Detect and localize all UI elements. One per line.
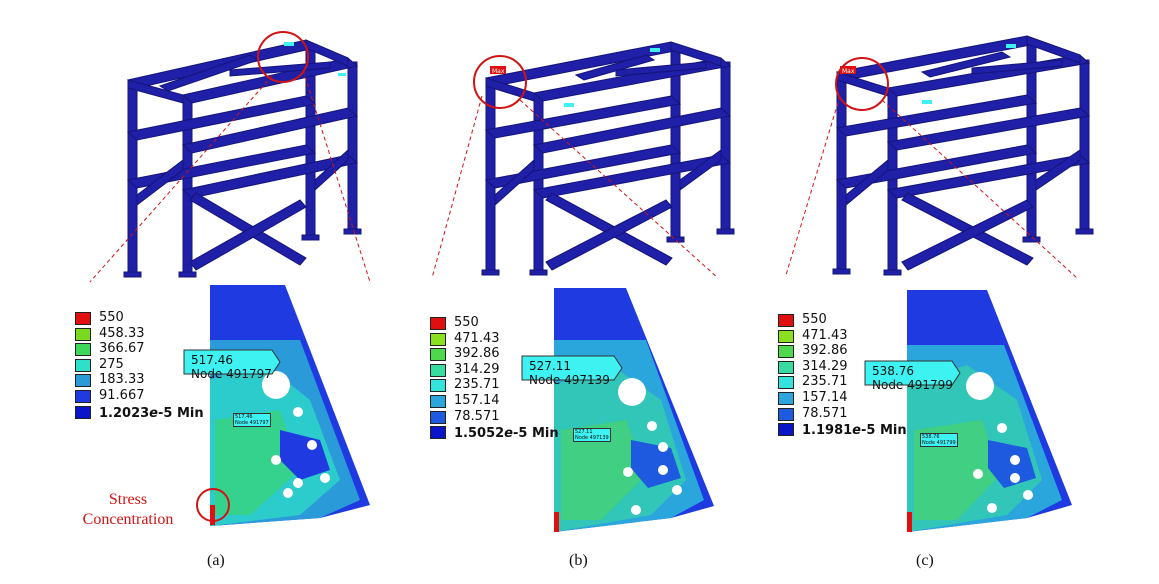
rack-frame-c: Max	[785, 35, 1094, 532]
rack-frame-b: Max	[431, 41, 735, 532]
legend-swatch-min	[778, 423, 794, 437]
legend-swatch	[75, 358, 91, 372]
rack-structure	[123, 39, 362, 278]
hot-spot-marker	[284, 42, 294, 46]
hot-spot-marker	[564, 103, 574, 107]
max-tag: Max	[842, 68, 855, 75]
small-callout: 538.76 Node 491799	[920, 433, 958, 447]
callout-node: Node 491797	[191, 367, 272, 381]
legend-swatch	[778, 314, 794, 327]
highlight-circle	[473, 55, 527, 109]
small-callout: 527.11 Node 497139	[573, 428, 611, 442]
caption-c: (c)	[916, 552, 934, 569]
callout-value: 538.76	[872, 364, 914, 378]
callout-box	[521, 355, 623, 381]
legend-label: 550	[802, 312, 827, 327]
legend-label: 314.29	[454, 361, 500, 377]
legend-swatch	[430, 379, 446, 393]
callout-value: 527.11	[529, 359, 571, 373]
stress-concentration-circle	[196, 488, 230, 522]
callout-box	[864, 360, 961, 386]
legend-label: 550	[99, 310, 124, 325]
hot-spot-marker	[338, 73, 346, 76]
legend-label: 314.29	[802, 358, 848, 374]
legend-swatch	[778, 376, 794, 390]
rack-structure	[481, 41, 735, 276]
callout-value: 517.46	[191, 353, 233, 367]
small-callout: 517.46 Node 491797	[233, 413, 271, 427]
zoom-leader-line	[785, 95, 841, 276]
legend-label: 78.571	[802, 405, 848, 421]
legend-label: 157.14	[802, 390, 848, 405]
legend-swatch	[430, 317, 446, 330]
zoom-leader-line	[519, 99, 719, 279]
max-tag-marker	[490, 66, 506, 74]
legend-swatch-min	[430, 426, 446, 440]
zoom-leader-line	[431, 95, 483, 279]
legend-swatch	[778, 345, 794, 359]
legend-swatch	[75, 343, 91, 357]
legend-swatch	[430, 395, 446, 408]
stress-plate-b	[554, 288, 714, 532]
legend-label: 275	[99, 356, 124, 372]
legend-label: 157.14	[454, 393, 500, 408]
legend-label: 471.43	[802, 327, 848, 343]
legend-swatch	[778, 392, 794, 405]
zoom-leader-line	[89, 75, 273, 283]
legend-swatch	[430, 363, 446, 377]
legend-label: 183.33	[99, 372, 145, 388]
legend-min-label: 1.1981e-5 Min	[802, 423, 907, 439]
legend-label: 471.43	[454, 330, 500, 346]
legend-swatch	[778, 329, 794, 343]
max-callout: 527.11 Node 497139	[525, 357, 614, 389]
max-tag: Max	[492, 68, 505, 75]
legend-label: 392.86	[454, 346, 500, 362]
zoom-leader-line	[302, 69, 371, 283]
zoom-leader-line	[881, 99, 1078, 279]
highlight-circle	[835, 57, 889, 111]
highlight-circle	[257, 31, 309, 83]
max-callout: 538.76 Node 491799	[868, 362, 957, 394]
hot-spot-marker	[650, 48, 660, 52]
stress-plate-a	[210, 285, 370, 526]
legend-label: 78.571	[454, 408, 500, 424]
legend-label: 392.86	[802, 343, 848, 359]
legend-swatch	[778, 407, 794, 421]
legend-swatch	[778, 360, 794, 374]
legend-swatch	[430, 410, 446, 424]
stress-concentration-label: Stress Concentration	[82, 491, 174, 528]
legend-swatch	[75, 374, 91, 388]
legend-swatch	[430, 332, 446, 346]
stress-plate-c	[907, 290, 1072, 532]
legend-swatch	[75, 312, 91, 325]
legend-label: 91.667	[99, 388, 145, 403]
legend-min-label: 1.5052e-5 Min	[454, 426, 559, 442]
legend-swatch	[430, 348, 446, 362]
callout-node: Node 497139	[529, 373, 610, 387]
caption-b: (b)	[569, 552, 588, 569]
legend-label: 366.67	[99, 341, 145, 357]
legend-swatch-min	[75, 405, 91, 419]
legend-label: 235.71	[802, 374, 848, 390]
max-callout: 517.46 Node 491797	[187, 351, 276, 383]
legend-label: 458.33	[99, 325, 145, 341]
hot-spot-marker	[1006, 44, 1016, 48]
legend-label: 235.71	[454, 377, 500, 393]
caption-a: (a)	[207, 552, 225, 569]
rack-structure	[832, 35, 1094, 276]
legend-swatch	[75, 390, 91, 403]
rack-frame-a	[89, 31, 371, 526]
max-tag-marker	[840, 66, 856, 74]
legend-label: 550	[454, 315, 479, 330]
legend-min-label: 1.2023e-5 Min	[99, 405, 204, 421]
hot-spot-marker	[922, 100, 932, 104]
callout-box	[183, 349, 281, 375]
legend-swatch	[75, 327, 91, 341]
callout-node: Node 491799	[872, 378, 953, 392]
